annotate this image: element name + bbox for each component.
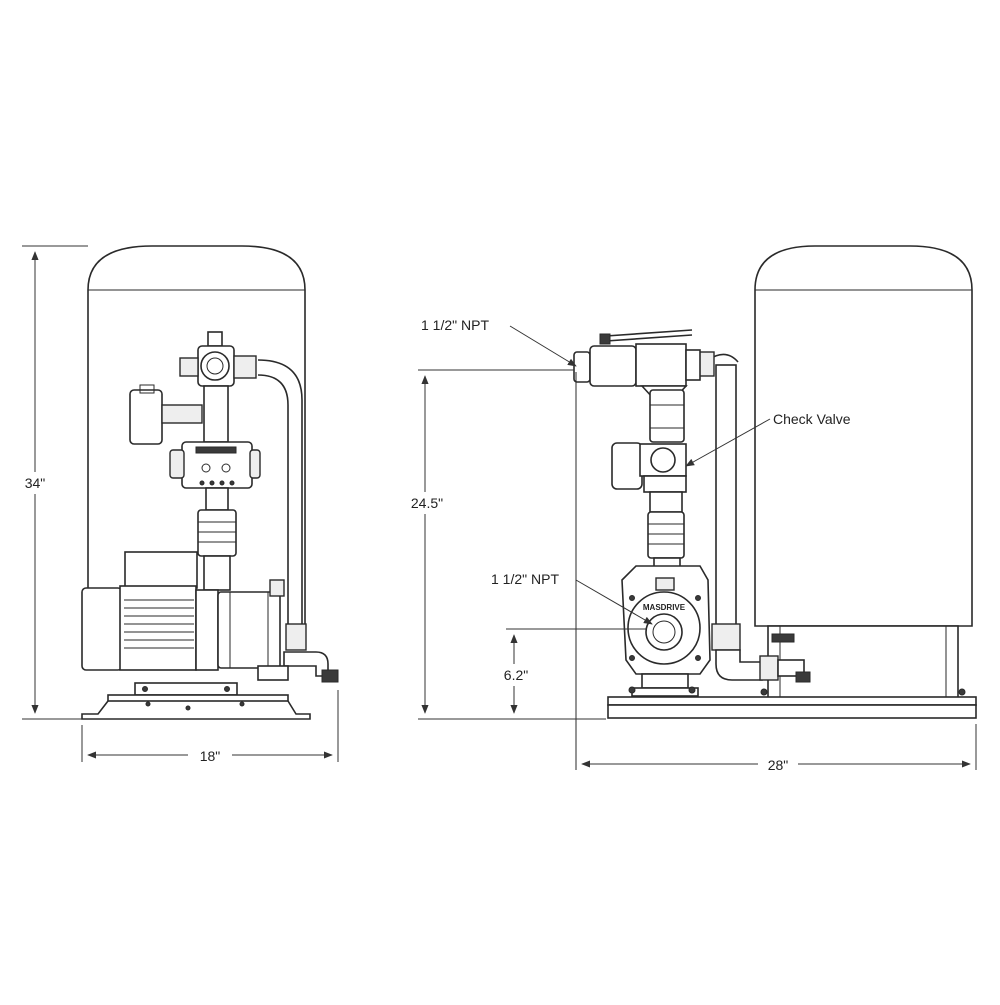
bypass-elbow <box>715 649 763 681</box>
motor-housing-front <box>119 585 197 671</box>
bypass-union <box>711 623 741 651</box>
pump-bracket <box>195 589 219 671</box>
front-width-label: 18" <box>200 748 221 764</box>
bypass-pipe-side <box>715 364 737 628</box>
pressure-tank-side <box>754 245 973 627</box>
skid-side <box>607 704 977 719</box>
motor-fan-cover <box>81 587 123 671</box>
pump-neck <box>203 555 231 591</box>
pump-foot <box>631 687 699 697</box>
side-length-label: 28" <box>768 757 789 773</box>
riser-upper <box>203 385 229 443</box>
terminal-box <box>124 551 198 589</box>
check-valve-label: Check Valve <box>773 411 851 427</box>
union-front <box>197 509 237 557</box>
gauge-connector <box>161 404 203 424</box>
base-plate-front <box>134 682 238 696</box>
outlet-callout-leader <box>509 325 577 367</box>
riser-lower <box>205 487 229 511</box>
front-dimensions: 34" 18" <box>14 245 339 766</box>
outlet-height-label: 24.5" <box>411 495 443 511</box>
inlet-height-label: 6.2" <box>504 667 528 683</box>
side-view: MASDRIVE <box>573 245 977 719</box>
union-side <box>647 511 685 559</box>
inlet-npt-label: 1 1/2" NPT <box>491 571 559 587</box>
check-valve-leader <box>685 418 771 467</box>
pressure-gauge-front <box>129 389 163 445</box>
front-view <box>81 245 339 720</box>
outlet-fitting-front <box>233 355 257 379</box>
outlet-npt-label: 1 1/2" NPT <box>421 317 489 333</box>
pump-brand-label: MASDRIVE <box>643 603 686 612</box>
skid-front <box>81 700 311 720</box>
air-vent <box>207 331 223 347</box>
inlet-port-side <box>645 613 683 651</box>
inlet-callout-leader <box>575 579 653 625</box>
side-dimensions: 28" 24.5" 6.2" 1 1/2" NPT Check Valve 1 … <box>404 317 977 775</box>
skid-top-side <box>607 696 977 706</box>
bypass-hose <box>257 359 303 640</box>
pump-head-front <box>217 591 281 669</box>
pressure-gauge-side <box>611 442 643 490</box>
check-valve <box>649 389 685 443</box>
upper-tee-side <box>635 343 687 387</box>
front-height-label: 34" <box>25 475 46 491</box>
pressure-tank-front <box>87 245 306 625</box>
skid-top-front <box>107 694 289 702</box>
ball-valve <box>589 345 637 387</box>
drain-spigot <box>321 669 339 683</box>
valve-handle <box>605 329 693 337</box>
drain-elbow-front <box>283 651 329 677</box>
